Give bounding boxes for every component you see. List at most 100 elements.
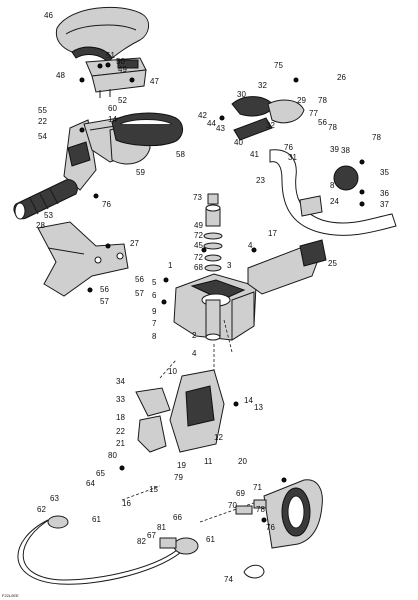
fasteners (79, 77, 365, 523)
callout-9: 9 (152, 307, 157, 316)
handlebar-part (269, 149, 397, 236)
callout-18: 18 (116, 413, 125, 422)
callout-61a: 61 (92, 515, 101, 524)
callout-2: 2 (192, 331, 197, 340)
callout-33: 33 (116, 395, 125, 404)
callout-62: 62 (37, 505, 46, 514)
callout-47: 47 (150, 77, 159, 86)
cables (17, 319, 263, 585)
throttle-lever-part (111, 112, 183, 147)
callout-8a: 8 (330, 181, 335, 190)
callout-78a: 78 (318, 96, 327, 105)
callout-81: 81 (157, 523, 166, 532)
callout-76c: 76 (266, 523, 275, 532)
callout-8b: 8 (152, 332, 157, 341)
callout-3: 3 (227, 261, 232, 270)
callout-72a: 72 (194, 231, 203, 240)
callout-48: 48 (56, 71, 65, 80)
callout-79: 79 (174, 473, 183, 482)
right-control-part (231, 96, 359, 217)
clip-part (243, 564, 265, 579)
callout-49b: 49 (194, 221, 203, 230)
callout-49a: 49 (118, 65, 127, 74)
callout-73: 73 (193, 193, 202, 202)
handlebar-cover-part (55, 6, 149, 63)
callout-65: 65 (96, 469, 105, 478)
callout-50: 50 (116, 57, 125, 66)
lower-bracket-part (37, 221, 129, 297)
callout-14b: 14 (244, 396, 253, 405)
callout-68: 68 (194, 263, 203, 272)
callout-24: 24 (330, 197, 339, 206)
callout-31: 31 (288, 153, 297, 162)
callout-76b: 76 (102, 200, 111, 209)
callout-44: 44 (207, 119, 216, 128)
callout-67: 67 (147, 531, 156, 540)
callout-69: 69 (236, 489, 245, 498)
callout-34: 34 (116, 377, 125, 386)
callout-29: 29 (297, 96, 306, 105)
callout-41: 41 (250, 150, 259, 159)
callout-20: 20 (238, 457, 247, 466)
callout-82: 82 (137, 537, 146, 546)
callout-78b: 78 (328, 123, 337, 132)
callout-54: 54 (38, 132, 47, 141)
switch-housing-part (85, 57, 147, 98)
callout-78d: 78 (256, 505, 265, 514)
callout-28: 28 (36, 221, 45, 230)
callout-78c: 78 (372, 133, 381, 142)
callout-16: 16 (122, 499, 131, 508)
callout-23: 23 (256, 176, 265, 185)
callout-11: 11 (204, 457, 213, 466)
callout-60: 60 (108, 104, 117, 113)
figure-code: F22L0EE (2, 593, 19, 598)
callout-17: 17 (268, 229, 277, 238)
callout-40: 40 (234, 138, 243, 147)
callout-77: 77 (309, 109, 318, 118)
callout-25: 25 (328, 259, 337, 268)
callout-58: 58 (176, 150, 185, 159)
callout-36: 36 (380, 189, 389, 198)
callout-4b: 4 (192, 349, 197, 358)
callout-56b: 56 (135, 275, 144, 284)
callout-4a: 4 (248, 241, 253, 250)
callout-61b: 61 (206, 535, 215, 544)
callout-74: 74 (224, 575, 233, 584)
callout-75: 75 (274, 61, 283, 70)
callout-35: 35 (380, 168, 389, 177)
callout-80: 80 (108, 451, 117, 460)
lower-support-part (135, 369, 225, 453)
callout-12: 12 (214, 433, 223, 442)
steering-arm-part (247, 239, 327, 295)
callout-32a: 32 (258, 81, 267, 90)
callout-15: 15 (149, 485, 158, 494)
callout-52: 52 (118, 96, 127, 105)
callout-57a: 57 (135, 289, 144, 298)
callout-42: 42 (198, 111, 207, 120)
callout-7: 7 (152, 319, 157, 328)
cable-ferrules (47, 499, 267, 555)
callout-53: 53 (44, 211, 53, 220)
callout-59: 59 (136, 168, 145, 177)
callout-57b: 57 (100, 297, 109, 306)
callout-70: 70 (228, 501, 237, 510)
callout-55: 55 (38, 106, 47, 115)
callout-37: 37 (380, 200, 389, 209)
left-grip-part (13, 179, 78, 220)
callout-30: 30 (237, 90, 246, 99)
steering-housing-part (173, 273, 257, 341)
callout-72b: 72 (194, 253, 203, 262)
callout-46: 46 (44, 11, 53, 20)
callout-45: 45 (194, 241, 203, 250)
callout-76a: 76 (284, 143, 293, 152)
callout-21: 21 (116, 439, 125, 448)
column-stack-part (203, 193, 223, 272)
callout-56a: 56 (318, 118, 327, 127)
callout-6: 6 (152, 291, 157, 300)
callout-1: 1 (168, 261, 173, 270)
callout-5: 5 (152, 278, 157, 287)
callout-43: 43 (216, 124, 225, 133)
